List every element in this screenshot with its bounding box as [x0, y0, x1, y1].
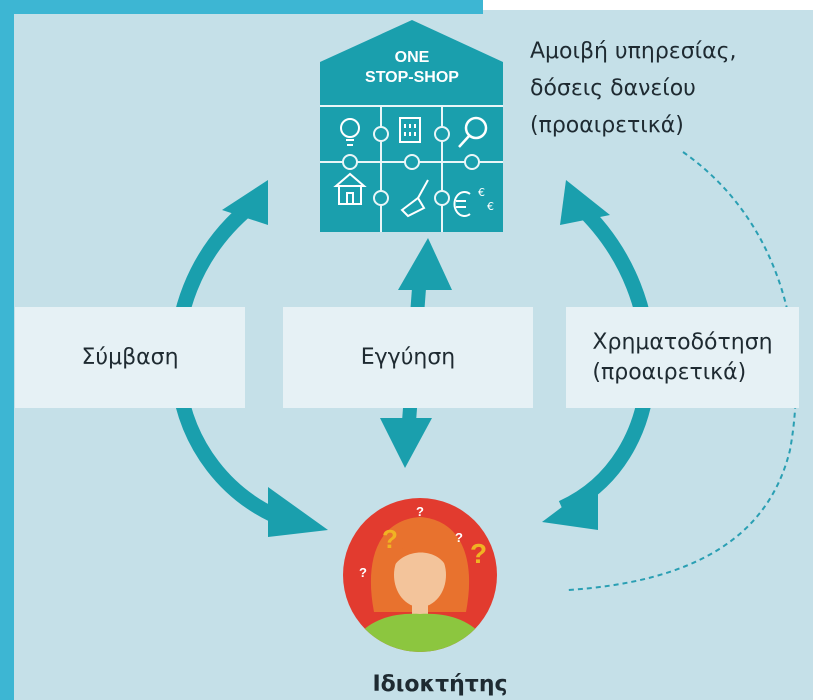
svg-text:€: € — [478, 186, 485, 199]
left-arrow-head-bottom — [268, 487, 328, 537]
left-arrow-head-top — [222, 180, 268, 225]
house-title-line2: STOP-SHOP — [365, 69, 459, 86]
magnifier-icon — [458, 116, 488, 148]
guarantee-label-box: Εγγύηση — [283, 307, 533, 408]
trowel-icon — [400, 179, 429, 218]
contract-label-box: Σύμβαση — [15, 307, 245, 408]
question-mark: ? — [455, 530, 463, 545]
frame-left-edge — [0, 0, 14, 700]
owner-avatar: ? ? ? ? ? — [343, 498, 497, 652]
service-fee-label-line1: Αμοιβή υπηρεσίας, — [530, 39, 737, 64]
center-arrow-head-top — [398, 238, 452, 290]
lightbulb-icon — [340, 118, 360, 146]
question-mark: ? — [470, 538, 487, 569]
owner-label: Ιδιοκτήτης — [372, 672, 508, 697]
question-mark: ? — [416, 504, 424, 519]
one-stop-shop-house — [320, 20, 503, 232]
optional-payment-dashed-line — [567, 151, 797, 591]
frame-top-right-gap — [483, 0, 813, 10]
frame-top-edge — [0, 0, 483, 14]
question-mark: ? — [359, 565, 367, 580]
center-arrow-head-bottom — [380, 418, 432, 468]
euro-icon: € € — [453, 186, 494, 217]
contract-label: Σύμβαση — [81, 344, 179, 370]
guarantee-label: Εγγύηση — [360, 344, 456, 370]
right-arrow-head-bottom — [542, 480, 598, 530]
question-mark: ? — [382, 524, 398, 554]
house-title-line1: ONE — [395, 49, 430, 66]
house-icon — [333, 172, 367, 205]
service-fee-label-line3: (προαιρετικά) — [530, 113, 684, 138]
financing-label-line2: (προαιρετικά) — [592, 359, 747, 385]
service-fee-label-line2: δόσεις δανείου — [530, 76, 696, 101]
building-icon — [399, 117, 421, 143]
financing-label-box: Χρηματοδότηση (προαιρετικά) — [566, 307, 799, 408]
svg-text:€: € — [487, 200, 494, 213]
right-arrow-head-top — [560, 180, 610, 225]
financing-label-line1: Χρηματοδότηση — [592, 329, 773, 355]
